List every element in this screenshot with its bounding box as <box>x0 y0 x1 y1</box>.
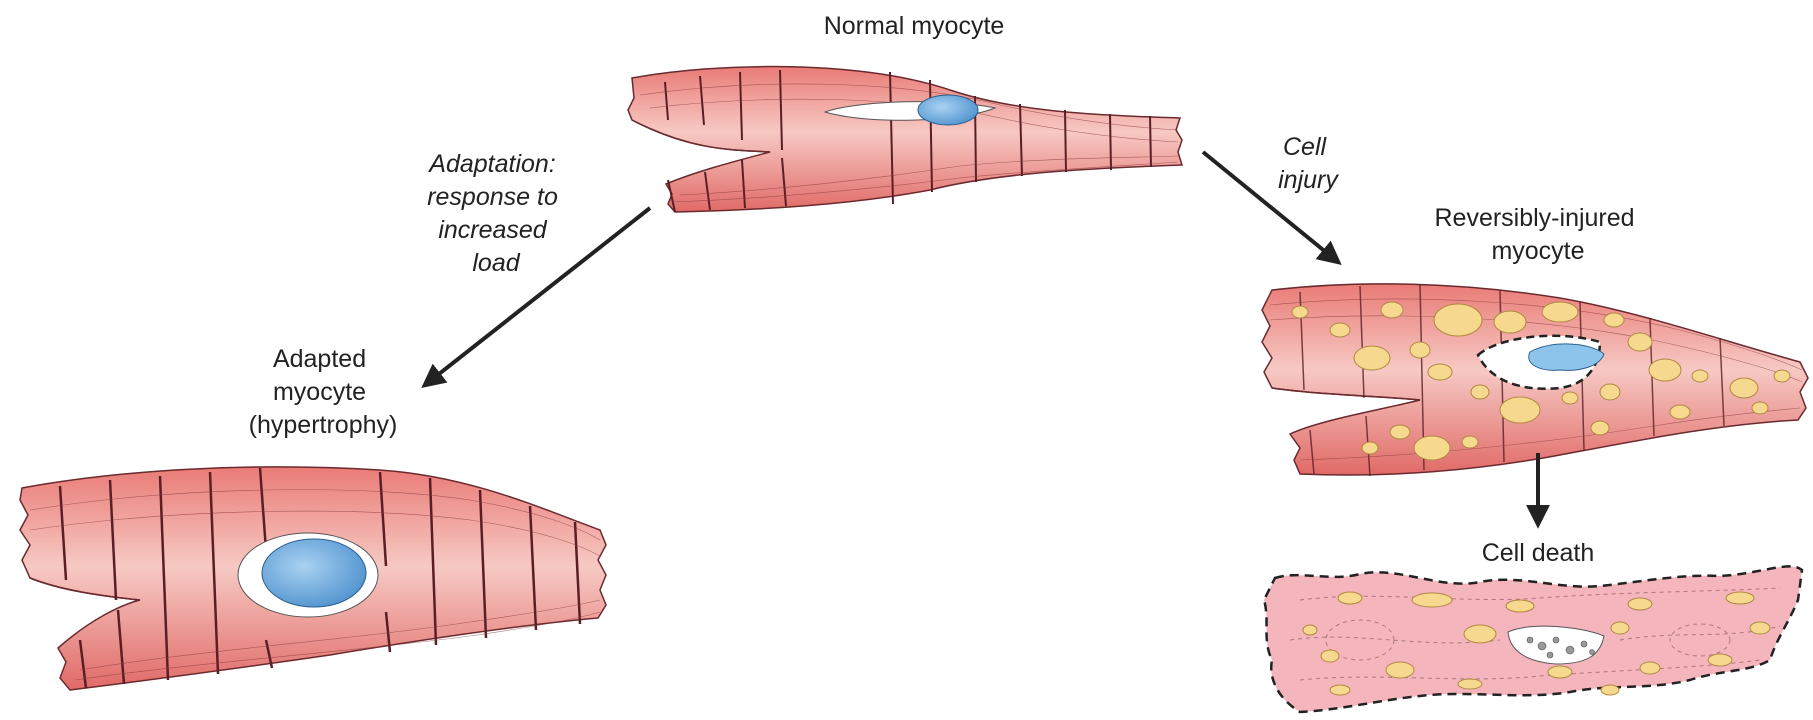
adapted-line-1: Adapted <box>273 345 366 373</box>
dead-myocyte: Cell death <box>1264 539 1802 712</box>
cell-injury-line-2: injury <box>1278 166 1339 194</box>
adapted-nucleus <box>262 539 366 607</box>
adaptation-label: Adaptation: response to increased load <box>427 150 565 277</box>
adapted-myocyte: Adapted myocyte (hypertrophy) <box>20 345 606 690</box>
normal-myocyte-label: Normal myocyte <box>824 12 1005 40</box>
adaptation-line-2: response to <box>427 183 558 211</box>
reversible-label: Reversibly-injured myocyte <box>1434 204 1641 265</box>
cell-death-label: Cell death <box>1482 539 1595 567</box>
reversible-line-1: Reversibly-injured <box>1434 204 1634 232</box>
adapted-line-2: myocyte <box>273 378 366 406</box>
cell-injury-label: Cell injury <box>1278 133 1339 194</box>
adapted-label: Adapted myocyte (hypertrophy) <box>249 345 398 439</box>
adapted-line-3: (hypertrophy) <box>249 411 398 439</box>
normal-nucleus <box>918 95 978 125</box>
cell-injury-line-1: Cell <box>1283 133 1328 161</box>
normal-myocyte: Normal myocyte <box>628 12 1182 212</box>
adaptation-line-3: increased <box>438 216 547 244</box>
reversibly-injured-myocyte: Reversibly-injured myocyte <box>1262 204 1808 476</box>
adaptation-line-1: Adaptation: <box>427 150 556 178</box>
adaptation-line-4: load <box>472 249 520 277</box>
reversible-line-2: myocyte <box>1491 237 1584 265</box>
